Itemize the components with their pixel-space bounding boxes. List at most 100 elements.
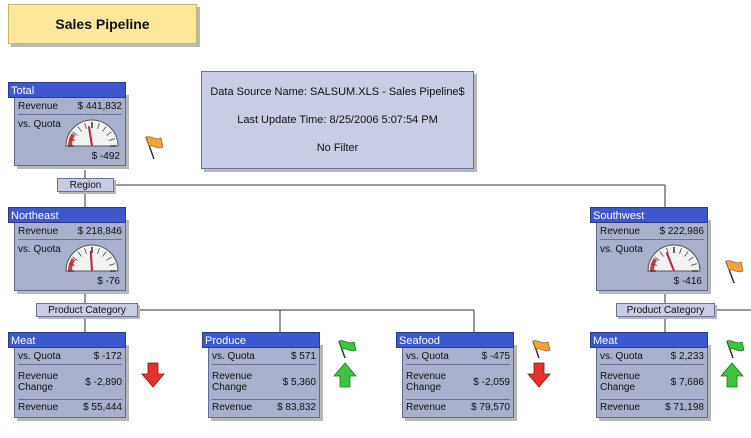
gauge-tick (84, 248, 87, 255)
node-produce[interactable]: Produce vs. Quota $ 571 Revenue Change $… (202, 332, 320, 428)
gauge-tick (102, 126, 107, 132)
quota-row: vs. Quota $ 2,233 (600, 349, 704, 365)
revenue-change-row: Revenue Change $ 7,686 (600, 365, 704, 400)
node-meat-southwest[interactable]: Meat vs. Quota $ 2,233 Revenue Change $ … (590, 332, 708, 428)
red-down-arrow-icon (141, 362, 165, 388)
revenue-change-row: Revenue Change $ -2,059 (406, 365, 510, 400)
gauge-needle (89, 250, 93, 272)
node-header[interactable]: Northeast (8, 207, 126, 223)
quota-label: vs. Quota (406, 351, 449, 362)
orange-flag-icon (725, 260, 744, 284)
gauge-dial (647, 244, 701, 272)
revenue-value: $ 71,198 (665, 402, 704, 413)
gauge-tick (679, 248, 682, 255)
gauge-icon (65, 119, 119, 147)
dimension-label-region[interactable]: Region (57, 178, 114, 192)
info-panel: Data Source Name: SALSUM.XLS - Sales Pip… (201, 71, 474, 169)
revenue-label: Revenue (600, 226, 641, 237)
gauge-tick (106, 256, 112, 261)
quota-row: vs. Quota $ 571 (212, 349, 316, 365)
node-body: vs. Quota $ 571 Revenue Change $ 5,360 R… (208, 342, 320, 418)
gauge-tick (77, 251, 82, 257)
node-southwest[interactable]: Southwest Revenue $ 222,986 vs. Quota $ … (590, 207, 708, 299)
quota-label: vs. Quota (18, 244, 61, 255)
quota-row: vs. Quota $ -492 (18, 115, 122, 163)
quota-label: vs. Quota (212, 351, 255, 362)
node-header[interactable]: Produce (202, 332, 320, 348)
node-body: Revenue $ 441,832 vs. Quota $ -492 (14, 92, 126, 166)
gauge-tick (654, 256, 660, 261)
page-title: Sales Pipeline (8, 4, 197, 44)
revenue-label: Revenue (406, 402, 447, 413)
green-flag-icon (338, 340, 357, 359)
node-northeast[interactable]: Northeast Revenue $ 218,846 vs. Quota $ … (8, 207, 126, 299)
orange-flag-icon (145, 136, 164, 160)
revenue-change-value: $ -2,890 (85, 376, 122, 388)
node-body: Revenue $ 218,846 vs. Quota $ -76 (14, 217, 126, 291)
quota-value: $ -172 (93, 351, 122, 362)
orange-flag-icon (532, 340, 551, 359)
revenue-label: Revenue (18, 402, 59, 413)
quota-row: vs. Quota $ -76 (18, 240, 122, 288)
node-header[interactable]: Southwest (590, 207, 708, 223)
node-body: vs. Quota $ 2,233 Revenue Change $ 7,686… (596, 342, 708, 418)
gauge-needle (665, 252, 675, 272)
node-meat-northeast[interactable]: Meat vs. Quota $ -172 Revenue Change $ -… (8, 332, 126, 428)
filter-text: No Filter (316, 142, 359, 154)
node-seafood[interactable]: Seafood vs. Quota $ -475 Revenue Change … (396, 332, 514, 428)
red-down-arrow-icon (527, 362, 551, 388)
revenue-change-label: Revenue Change (212, 371, 253, 393)
gauge-tick (97, 123, 100, 130)
quota-row: vs. Quota $ -475 (406, 349, 510, 365)
gauge-tick (106, 131, 112, 136)
revenue-row: Revenue $ 55,444 (18, 400, 122, 415)
gauge-tick (72, 256, 78, 261)
gauge-tick (84, 123, 87, 130)
revenue-value: $ 83,832 (277, 402, 316, 413)
dimension-label-product-category[interactable]: Product Category (616, 303, 715, 317)
gauge-dial (65, 119, 119, 147)
node-total[interactable]: Total Revenue $ 441,832 vs. Quota $ -492 (8, 82, 126, 174)
green-flag-icon (726, 340, 745, 359)
revenue-change-row: Revenue Change $ -2,890 (18, 365, 122, 400)
node-body: vs. Quota $ -172 Revenue Change $ -2,890… (14, 342, 126, 418)
gauge-tick (77, 126, 82, 132)
quota-value: $ 571 (290, 351, 316, 362)
gauge-icon (647, 244, 701, 272)
last-update-text: Last Update Time: 8/25/2006 5:07:54 PM (237, 114, 438, 126)
gauge-tick (684, 251, 689, 257)
quota-label: vs. Quota (18, 119, 61, 130)
quota-value: $ 2,233 (670, 351, 704, 362)
revenue-label: Revenue (600, 402, 641, 413)
revenue-change-value: $ 7,686 (670, 376, 704, 388)
node-body: Revenue $ 222,986 vs. Quota $ -416 (596, 217, 708, 291)
revenue-label: Revenue (212, 402, 253, 413)
revenue-change-row: Revenue Change $ 5,360 (212, 365, 316, 400)
revenue-change-value: $ -2,059 (473, 376, 510, 388)
gauge-tick (69, 263, 76, 266)
quota-row: vs. Quota $ -172 (18, 349, 122, 365)
revenue-row: Revenue $ 441,832 (18, 99, 122, 115)
node-body: vs. Quota $ -475 Revenue Change $ -2,059… (402, 342, 514, 418)
revenue-value: $ 218,846 (77, 226, 123, 237)
revenue-row: Revenue $ 79,570 (406, 400, 510, 415)
node-header[interactable]: Total (8, 82, 126, 98)
gauge-tick (666, 248, 669, 255)
gauge-needle (87, 126, 93, 147)
revenue-row: Revenue $ 222,986 (600, 224, 704, 240)
quota-value: $ -475 (481, 351, 510, 362)
gauge-tick (108, 263, 115, 266)
node-header[interactable]: Meat (8, 332, 126, 348)
quota-label: vs. Quota (600, 351, 643, 362)
node-header[interactable]: Seafood (396, 332, 514, 348)
revenue-value: $ 441,832 (77, 101, 123, 112)
dimension-label-product-category[interactable]: Product Category (36, 303, 138, 317)
node-header[interactable]: Meat (590, 332, 708, 348)
revenue-change-label: Revenue Change (406, 371, 447, 393)
revenue-change-value: $ 5,360 (282, 376, 316, 388)
revenue-label: Revenue (18, 226, 59, 237)
revenue-row: Revenue $ 218,846 (18, 224, 122, 240)
gauge-icon (65, 244, 119, 272)
data-source-text: Data Source Name: SALSUM.XLS - Sales Pip… (210, 86, 465, 98)
